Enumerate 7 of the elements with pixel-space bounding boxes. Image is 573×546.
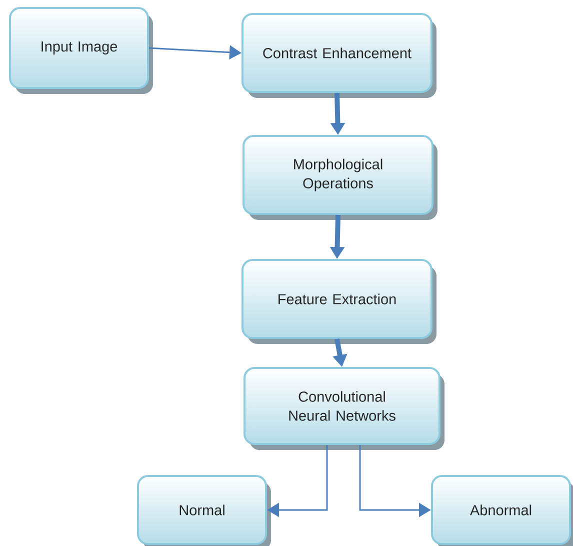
process-box: Morphological Operations [242, 135, 438, 220]
process-box: Contrast Enhancement [242, 13, 436, 98]
process-box: Input Image [9, 7, 153, 94]
process-box: Normal [137, 475, 271, 546]
process-box: Feature Extraction [242, 259, 436, 344]
process-box: Convolutional Neural Networks [244, 367, 444, 450]
process-box: Abnormal [431, 475, 573, 546]
